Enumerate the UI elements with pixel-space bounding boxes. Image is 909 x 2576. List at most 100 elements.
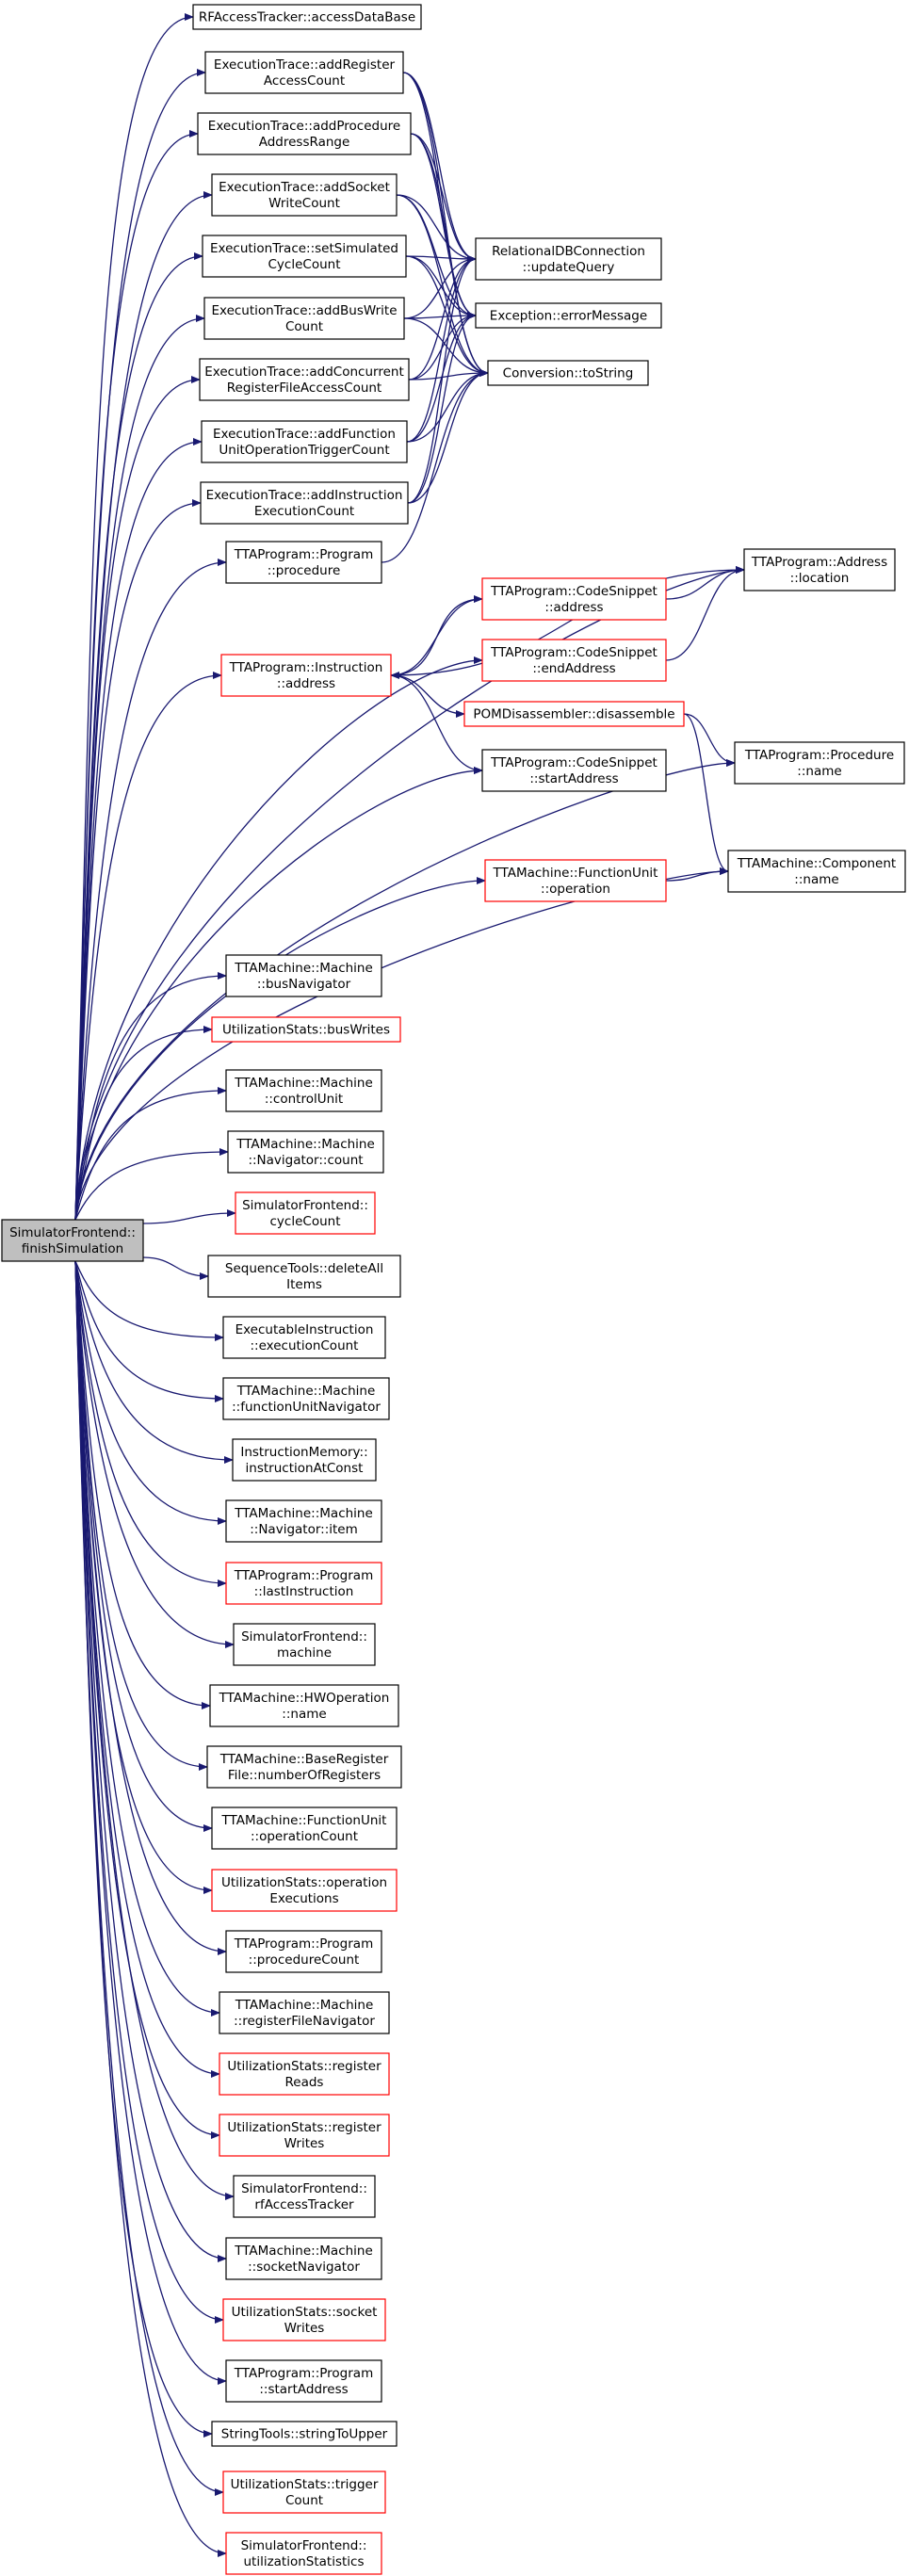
node-tm-fun[interactable]: TTAMachine::Machine::functionUnitNavigat… [222, 1377, 390, 1420]
call-edge-root-to-us_bw [74, 1026, 213, 1221]
call-edge-tp_cse-to-tp_al [665, 566, 745, 661]
node-box [225, 541, 382, 584]
node-tp-pp[interactable]: TTAProgram::Program::procedure [225, 541, 382, 584]
node-tm-sn[interactable]: TTAMachine::Machine::socketNavigator [225, 2237, 382, 2280]
call-edge-root-to-et_apar [74, 130, 199, 1221]
call-edge-et_aiec-to-conv_ts [407, 369, 489, 504]
node-pom-dis[interactable]: POMDisassembler::disassemble [463, 701, 685, 727]
call-edge-et_apar-to-conv_ts [410, 133, 489, 377]
node-rfa-adb[interactable]: RFAccessTracker::accessDataBase [192, 4, 422, 30]
call-edge-root-to-tm_hwn [74, 1260, 211, 1709]
node-ei-ec[interactable]: ExecutableInstruction::executionCount [222, 1316, 386, 1359]
node-box [192, 4, 422, 30]
node-tp-pn[interactable]: TTAProgram::Procedure::name [734, 741, 905, 785]
node-tp-li[interactable]: TTAProgram::Program::lastInstruction [225, 1562, 382, 1605]
node-tm-hwn[interactable]: TTAMachine::HWOperation::name [209, 1684, 399, 1727]
call-edge-root-to-tm_cn [74, 867, 729, 1221]
node-label: File::numberOfRegisters [228, 1768, 381, 1783]
node-tp-css[interactable]: TTAProgram::CodeSnippet::startAddress [481, 749, 667, 792]
call-edge-et_aswc-to-rdb_uq [396, 194, 477, 263]
node-tp-pc[interactable]: TTAProgram::Program::procedureCount [225, 1930, 382, 1973]
node-box [219, 2114, 390, 2157]
call-edge-root-to-tm_cu [74, 1087, 227, 1221]
node-tp-csa[interactable]: TTAProgram::CodeSnippet::address [481, 577, 667, 621]
node-tm-fuo[interactable]: TTAMachine::FunctionUnit::operation [484, 859, 667, 902]
node-box [225, 2359, 382, 2403]
node-us-bw[interactable]: UtilizationStats::busWrites [211, 1016, 401, 1043]
node-label: rfAccessTracker [254, 2197, 354, 2212]
node-rdb-uq[interactable]: RelationalDBConnection::updateQuery [475, 237, 662, 281]
node-tp-ia[interactable]: TTAProgram::Instruction::address [220, 654, 392, 697]
call-edge-et_aiec-to-rdb_uq [407, 255, 477, 504]
node-label: Exception::errorMessage [490, 309, 647, 324]
node-box [211, 2421, 398, 2447]
call-edge-root-to-et_afuo [74, 438, 203, 1221]
node-sf-rfat[interactable]: SimulatorFrontend::rfAccessTracker [233, 2175, 376, 2218]
node-label: ::name [282, 1707, 326, 1722]
node-box [743, 548, 896, 591]
node-box [204, 51, 404, 94]
node-label: TTAMachine::Machine [235, 1137, 375, 1152]
node-box [209, 1684, 399, 1727]
call-edge-root-to-rfa_adb [74, 13, 194, 1221]
node-label: ::functionUnitNavigator [232, 1400, 381, 1415]
node-label: Executions [269, 1891, 338, 1906]
node-tm-nc[interactable]: TTAMachine::Machine::Navigator::count [227, 1130, 384, 1174]
node-box [206, 1745, 402, 1789]
node-tp-cse[interactable]: TTAProgram::CodeSnippet::endAddress [481, 639, 667, 682]
node-label: AccessCount [264, 73, 345, 89]
node-label: instructionAtConst [246, 1461, 364, 1476]
node-im-iac[interactable]: InstructionMemory::instructionAtConst [232, 1438, 377, 1482]
node-label: TTAMachine::Machine [234, 1076, 373, 1091]
node-root[interactable]: SimulatorFrontend::finishSimulation [1, 1219, 144, 1262]
node-label: TTAProgram::CodeSnippet [490, 645, 657, 660]
call-edge-root-to-tp_pp [74, 559, 227, 1221]
node-label: TTAProgram::Program [234, 2366, 373, 2381]
node-et-aiec[interactable]: ExecutionTrace::addInstructionExecutionC… [200, 481, 409, 525]
node-label: ::operationCount [251, 1829, 358, 1844]
node-sf-us[interactable]: SimulatorFrontend::utilizationStatistics [225, 2532, 382, 2575]
node-tp-al[interactable]: TTAProgram::Address::location [743, 548, 896, 591]
node-tm-fuoc[interactable]: TTAMachine::FunctionUnit::operationCount [211, 1806, 398, 1850]
node-tm-ni[interactable]: TTAMachine::Machine::Navigator::item [225, 1499, 382, 1543]
node-label: TTAMachine::Machine [236, 1384, 376, 1399]
node-box [463, 701, 685, 727]
node-tm-cu[interactable]: TTAMachine::Machine::controlUnit [225, 1069, 382, 1112]
node-label: ExecutionTrace::addInstruction [206, 488, 403, 503]
node-label: ExecutionTrace::addConcurrent [204, 365, 404, 380]
node-box [484, 859, 667, 902]
node-tm-brf[interactable]: TTAMachine::BaseRegisterFile::numberOfRe… [206, 1745, 402, 1789]
node-label: UtilizationStats::register [227, 2120, 381, 2135]
node-tm-rfn[interactable]: TTAMachine::Machine::registerFileNavigat… [219, 1991, 390, 2034]
node-et-afuo[interactable]: ExecutionTrace::addFunctionUnitOperation… [201, 420, 408, 463]
node-box [225, 1562, 382, 1605]
node-label: ::procedure [268, 563, 341, 578]
node-sf-cc[interactable]: SimulatorFrontend::cycleCount [235, 1191, 376, 1235]
node-label: TTAMachine::FunctionUnit [221, 1813, 387, 1828]
node-et-acrf[interactable]: ExecutionTrace::addConcurrentRegisterFil… [199, 358, 410, 401]
call-edge-tp_pp-to-conv_ts [381, 369, 489, 563]
node-tm-bn[interactable]: TTAMachine::Machine::busNavigator [225, 954, 382, 997]
node-box [199, 358, 410, 401]
node-tp-psa[interactable]: TTAProgram::Program::startAddress [225, 2359, 382, 2403]
node-label: ::name [794, 872, 838, 887]
node-conv-ts[interactable]: Conversion::toString [487, 360, 649, 386]
node-label: ::procedureCount [249, 1952, 360, 1968]
node-str-stu[interactable]: StringTools::stringToUpper [211, 2421, 398, 2447]
node-tm-cn[interactable]: TTAMachine::Component::name [727, 850, 906, 893]
node-exc-em[interactable]: Exception::errorMessage [475, 302, 662, 329]
node-label: POMDisassembler::disassemble [473, 707, 674, 722]
node-box [211, 1806, 398, 1850]
node-sf-m[interactable]: SimulatorFrontend::machine [233, 1623, 376, 1666]
